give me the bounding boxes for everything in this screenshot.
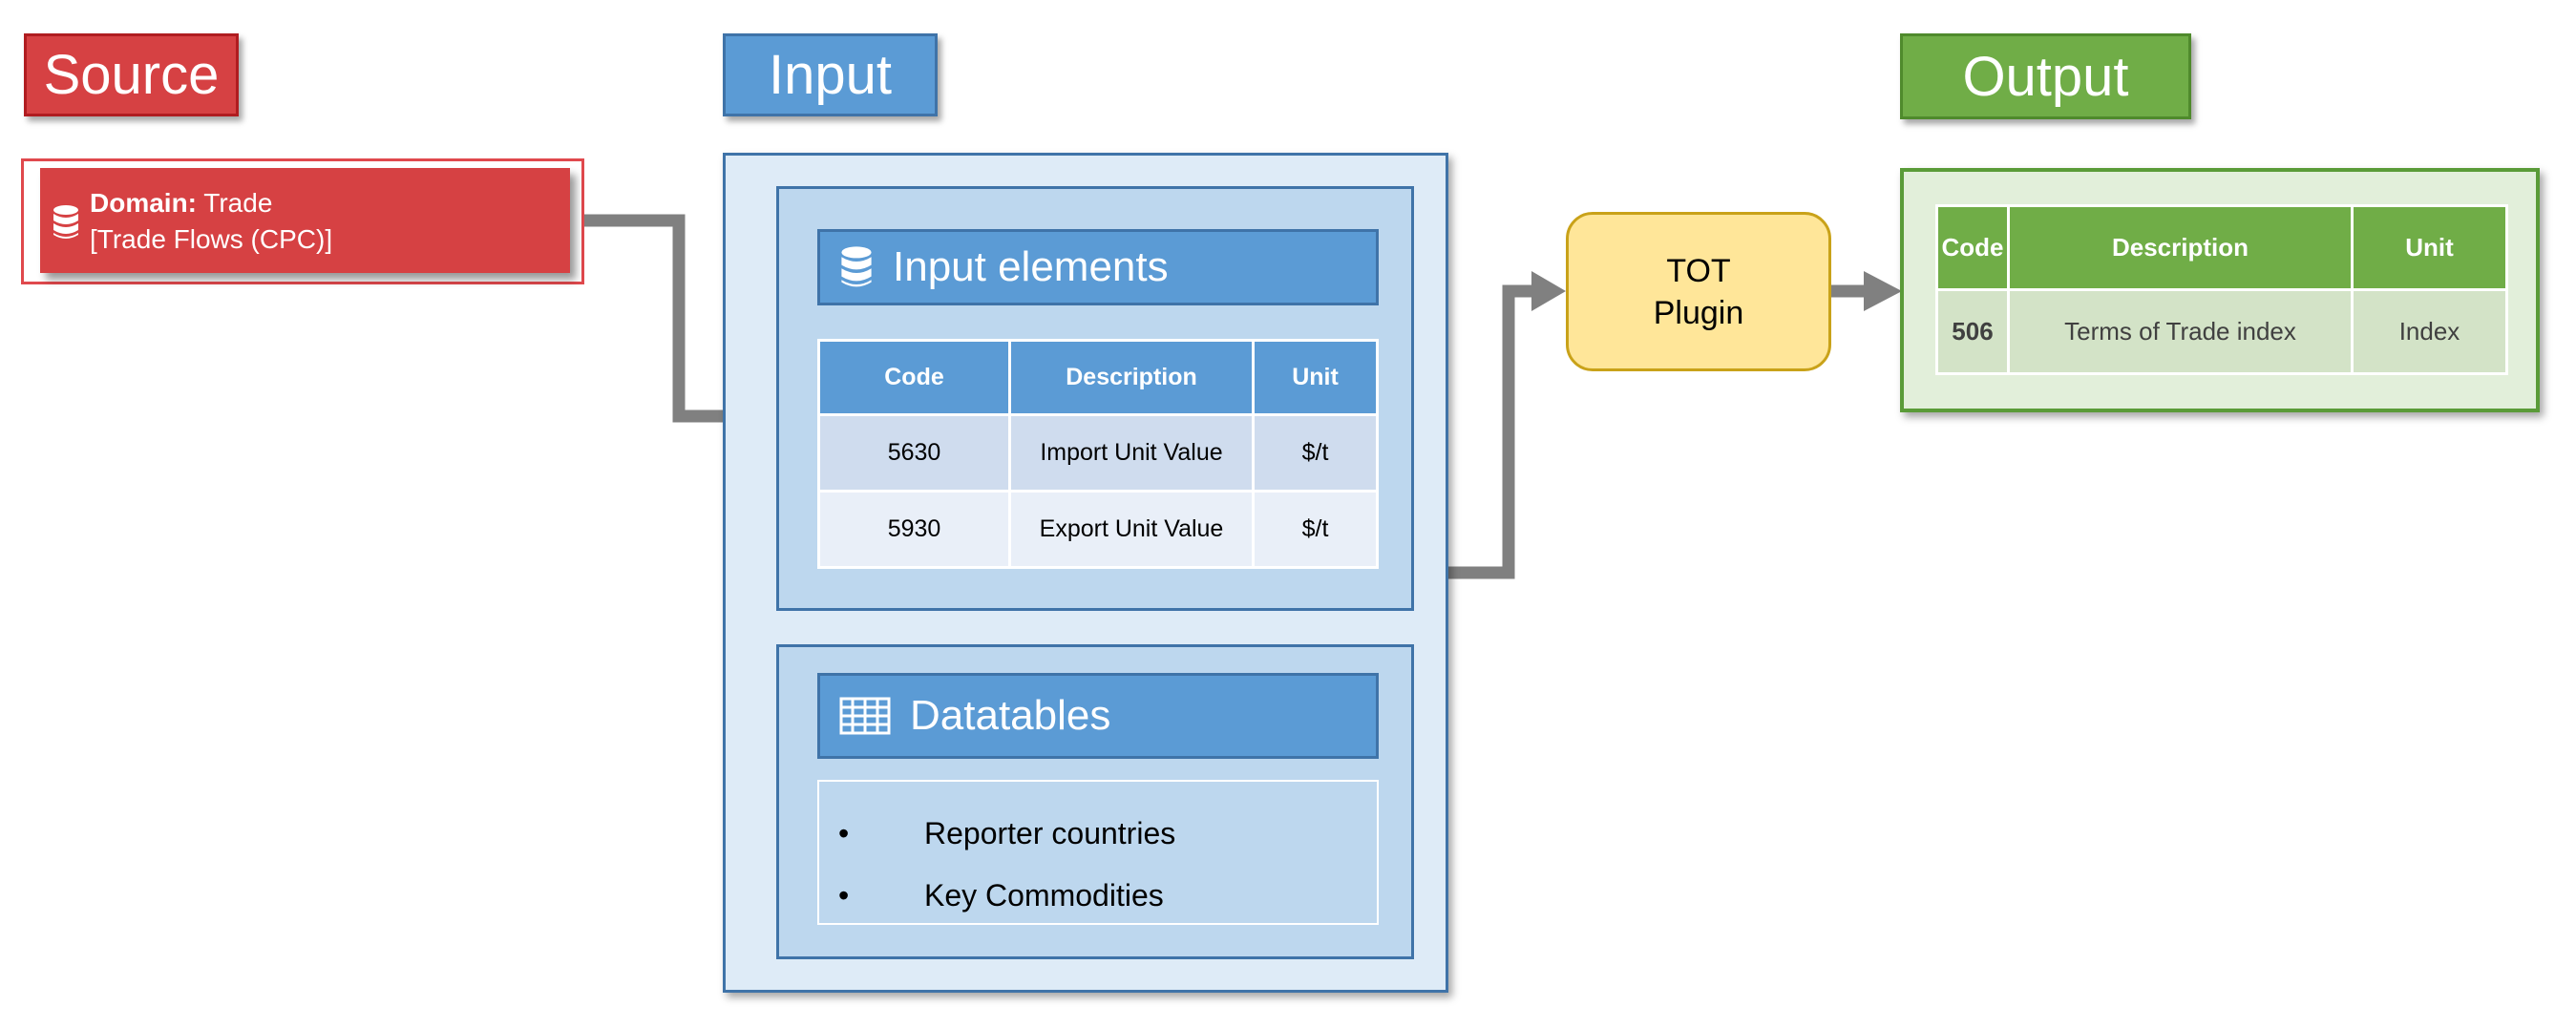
cell-code: 5930	[817, 490, 1011, 569]
column-header-unit: Unit	[2351, 204, 2508, 291]
cell-description: Terms of Trade index	[2007, 288, 2354, 375]
source-to-input-connector	[584, 214, 740, 423]
column-header-code: Code	[1935, 204, 2010, 291]
cell-code: 506	[1935, 288, 2010, 375]
plugin-to-output-arrowhead	[1864, 271, 1902, 311]
source-header: Source	[24, 33, 239, 116]
database-icon	[841, 246, 872, 287]
list-item-label: Reporter countries	[924, 816, 1176, 850]
source-domain-label: Domain:	[90, 188, 197, 218]
list-item: • Reporter countries	[838, 803, 1377, 865]
cell-unit: $/t	[1252, 490, 1379, 569]
output-header: Output	[1900, 33, 2191, 119]
cell-description: Export Unit Value	[1008, 490, 1255, 569]
table-row: 5930 Export Unit Value $/t	[817, 490, 1379, 569]
input-elements-title-bar: Input elements	[817, 229, 1379, 305]
tot-plugin-node: TOT Plugin	[1566, 212, 1831, 371]
cell-code: 5630	[817, 413, 1011, 493]
cell-unit: $/t	[1252, 413, 1379, 493]
column-header-description: Description	[1008, 339, 1255, 416]
output-table: Code Description Unit 506 Terms of Trade…	[1935, 204, 2508, 375]
datatables-title-bar: Datatables	[817, 673, 1379, 759]
source-domain-value: Trade	[203, 188, 273, 218]
input-header: Input	[723, 33, 938, 116]
database-icon	[53, 205, 78, 239]
table-grid-icon	[839, 697, 891, 735]
input-to-plugin-connector	[1448, 284, 1531, 579]
datatables-list: • Reporter countries • Key Commodities	[817, 780, 1379, 925]
cell-unit: Index	[2351, 288, 2508, 375]
list-item: • Key Commodities	[838, 865, 1377, 927]
column-header-unit: Unit	[1252, 339, 1379, 416]
plugin-line-2: Plugin	[1653, 294, 1744, 331]
table-header-row: Code Description Unit	[1935, 204, 2508, 291]
list-item-label: Key Commodities	[924, 878, 1164, 913]
table-row: 506 Terms of Trade index Index	[1935, 288, 2508, 375]
datatables-title: Datatables	[910, 692, 1111, 739]
bullet: •	[838, 878, 850, 913]
column-header-code: Code	[817, 339, 1011, 416]
table-header-row: Code Description Unit	[817, 339, 1379, 416]
cell-description: Import Unit Value	[1008, 413, 1255, 493]
plugin-line-1: TOT	[1666, 252, 1731, 289]
bullet: •	[838, 816, 850, 850]
input-elements-table: Code Description Unit 5630 Import Unit V…	[817, 339, 1379, 569]
column-header-description: Description	[2007, 204, 2354, 291]
input-elements-title: Input elements	[893, 243, 1169, 290]
source-subtitle: [Trade Flows (CPC)]	[90, 224, 333, 254]
source-domain-box: Domain: Trade [Trade Flows (CPC)]	[40, 168, 570, 273]
table-row: 5630 Import Unit Value $/t	[817, 413, 1379, 493]
input-to-plugin-arrowhead	[1531, 271, 1566, 311]
source-domain-line: Domain: Trade	[90, 185, 570, 221]
